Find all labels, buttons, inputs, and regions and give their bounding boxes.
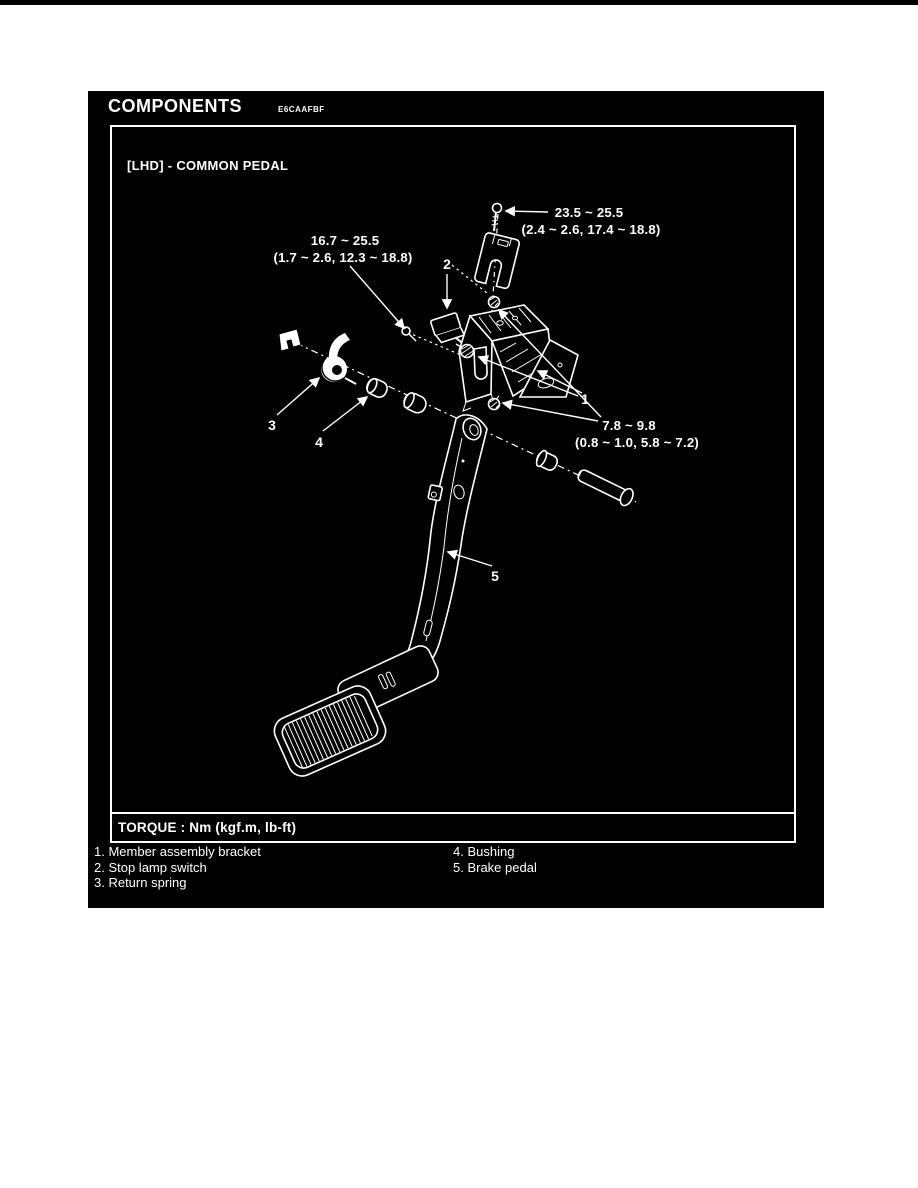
variant-label: [LHD] - COMMON PEDAL [127, 158, 289, 173]
brake-pedal-arm [392, 414, 488, 672]
callout-5: 5 [491, 568, 499, 584]
callout-1: 1 [581, 391, 589, 407]
diagram-box: 23.5 ~ 25.5 (2.4 ~ 2.6, 17.4 ~ 18.8) 16.… [110, 125, 796, 843]
pivot-spacer [535, 449, 559, 471]
callout-3: 3 [268, 417, 276, 433]
upper-mounting-nut [487, 295, 501, 309]
legend-item-return-spring: 3. Return spring [94, 875, 187, 890]
return-spring [321, 333, 357, 385]
stopper-u-bracket [474, 232, 520, 289]
legend-column-1: 1. Member assembly bracket 2. Stop lamp … [94, 844, 261, 891]
bushing-rear [403, 392, 427, 414]
legend-item-member-assembly-bracket: 1. Member assembly bracket [94, 844, 261, 859]
manual-black-page: COMPONENTS E6CAAFBF [88, 91, 824, 908]
callout-4: 4 [315, 434, 323, 450]
member-assembly-bracket [458, 304, 579, 412]
pedal-pad [273, 685, 387, 777]
torque-note-strip: TORQUE : Nm (kgf.m, lb-ft) [112, 812, 794, 841]
torque-pivot-nm: 7.8 ~ 9.8 [602, 418, 656, 433]
stop-lamp-switch [430, 312, 466, 344]
torque-switch-nm: 16.7 ~ 25.5 [311, 233, 380, 248]
section-code: E6CAAFBF [278, 105, 325, 114]
page-header: COMPONENTS E6CAAFBF [108, 96, 325, 117]
page-title: COMPONENTS [108, 96, 243, 116]
spring-clip [278, 328, 302, 352]
pivot-bolt-head [455, 343, 475, 359]
torque-switch-alt: (1.7 ~ 2.6, 12.3 ~ 18.8) [274, 250, 413, 265]
pivot-pin [577, 469, 634, 507]
legend-item-bushing: 4. Bushing [453, 844, 515, 859]
torque-stopper-bolt-nm: 23.5 ~ 25.5 [555, 205, 624, 220]
bushing-front [366, 377, 388, 398]
page-top-rule [0, 0, 918, 5]
part-number-labels: 1 2 3 4 5 [268, 256, 589, 584]
exploded-diagram: 23.5 ~ 25.5 (2.4 ~ 2.6, 17.4 ~ 18.8) 16.… [268, 202, 699, 777]
legend-item-stop-lamp-switch: 2. Stop lamp switch [94, 859, 207, 875]
torque-pivot-alt: (0.8 ~ 1.0, 5.8 ~ 7.2) [575, 435, 699, 450]
legend-item-brake-pedal: 5. Brake pedal [453, 859, 537, 875]
stopper-bolt [491, 202, 503, 232]
torque-stopper-bolt-alt: (2.4 ~ 2.6, 17.4 ~ 18.8) [522, 222, 661, 237]
lower-pivot-nut [487, 397, 501, 411]
torque-note: TORQUE : Nm (kgf.m, lb-ft) [118, 820, 297, 835]
leader-lines [276, 205, 602, 567]
switch-locknut [401, 326, 417, 342]
torque-callouts: 23.5 ~ 25.5 (2.4 ~ 2.6, 17.4 ~ 18.8) 16.… [274, 205, 699, 450]
callout-2: 2 [443, 256, 451, 272]
legend-column-2: 4. Bushing 5. Brake pedal [453, 844, 537, 875]
